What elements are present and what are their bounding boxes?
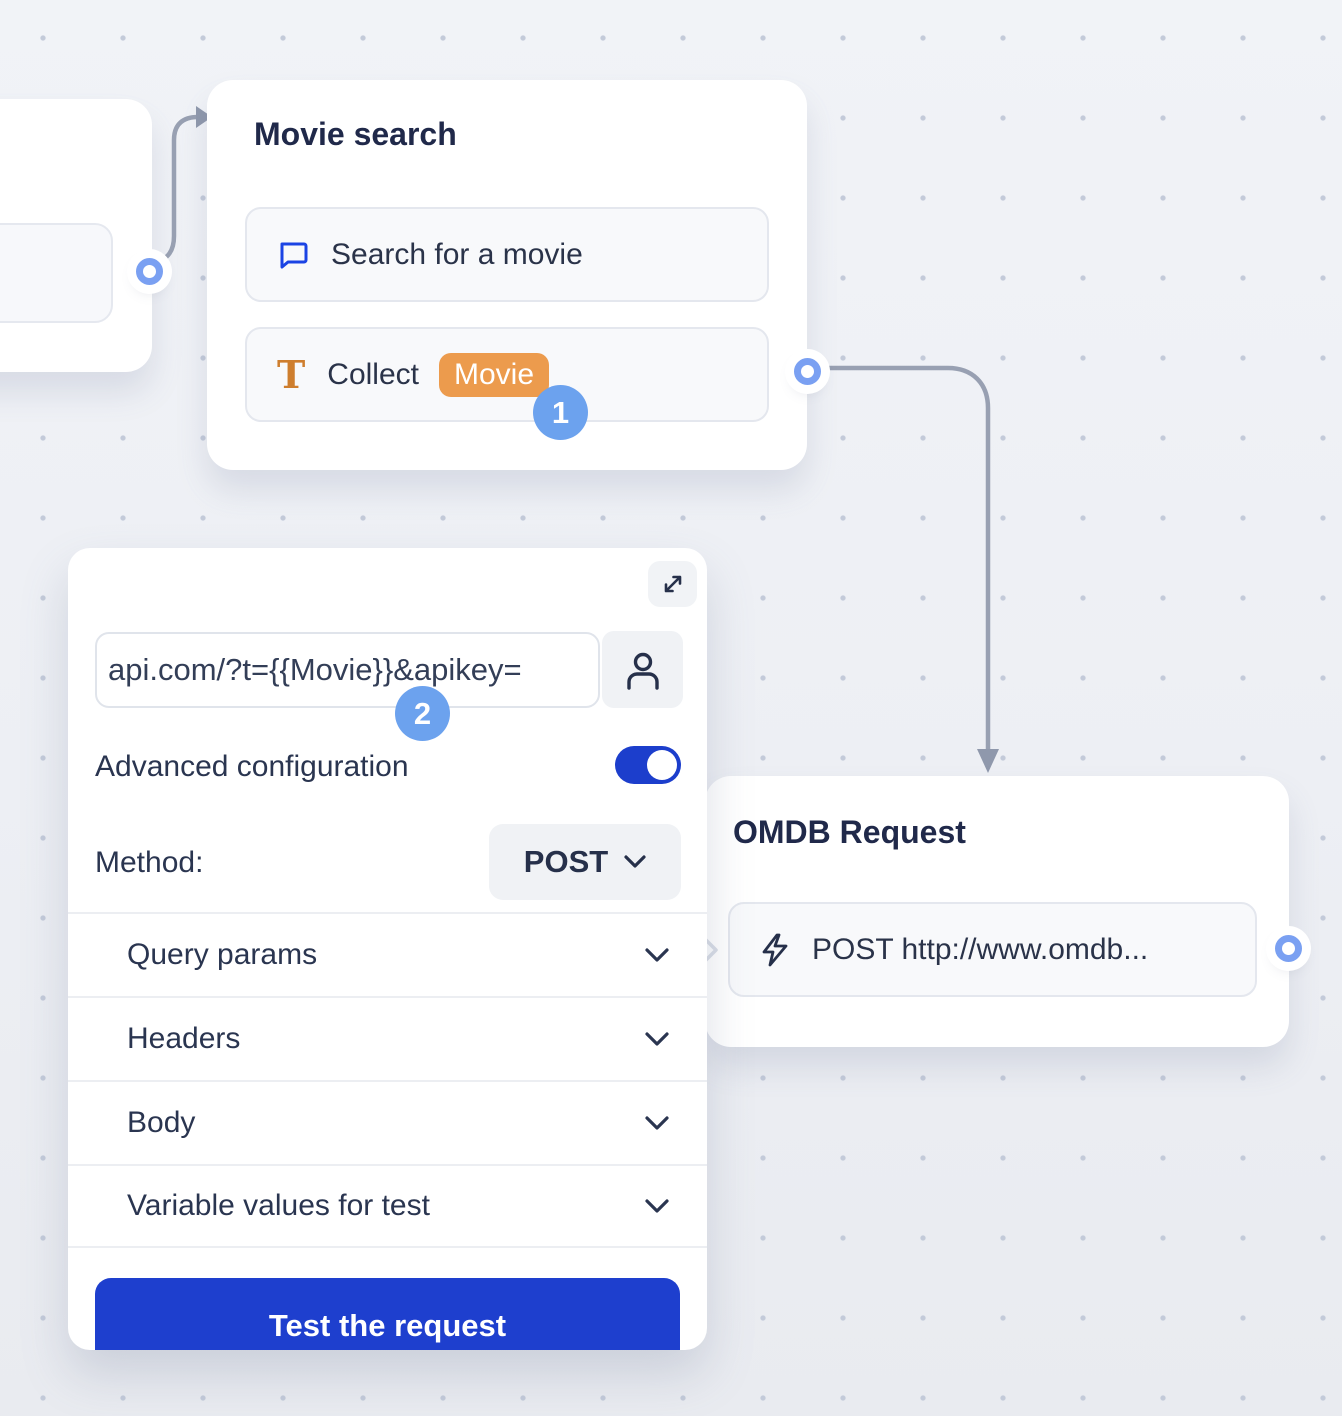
step-badge-2: 2 (395, 686, 450, 741)
url-input[interactable]: api.com/?t={{Movie}}&apikey= (95, 632, 600, 708)
url-input-value: api.com/?t={{Movie}}&apikey= (108, 652, 522, 688)
method-select[interactable]: POST (489, 824, 681, 900)
message-block-row[interactable]: Search for a movie (245, 207, 769, 302)
webhook-block-row[interactable]: POST http://www.omdb... (728, 902, 1257, 997)
advanced-configuration-toggle[interactable] (615, 746, 681, 784)
edge-line-1 (153, 117, 198, 264)
node-title: OMDB Request (733, 814, 966, 851)
toggle-knob (647, 750, 677, 780)
message-block-label: Search for a movie (331, 238, 583, 272)
previous-node-card[interactable] (0, 99, 152, 372)
text-input-icon: T (277, 356, 305, 394)
chevron-down-icon (645, 1199, 669, 1214)
step-badge-1: 1 (533, 385, 588, 440)
accordion-label: Body (127, 1106, 195, 1140)
omdb-request-node[interactable]: OMDB Request POST http://www.omdb... (705, 776, 1289, 1047)
advanced-configuration-label: Advanced configuration (95, 750, 409, 784)
edge-arrowhead-down-icon (977, 749, 999, 773)
accordion-body[interactable]: Body (68, 1080, 707, 1164)
method-value: POST (524, 844, 608, 880)
chat-bubble-icon (277, 239, 309, 271)
chevron-down-icon (645, 1116, 669, 1131)
edge-line-2 (821, 368, 988, 750)
node-title: Movie search (254, 116, 457, 153)
output-port-movie-search[interactable] (794, 358, 821, 385)
chevron-down-icon (624, 855, 646, 869)
accordion-list: Query params Headers Body Variable value… (68, 912, 707, 1248)
expand-button[interactable] (648, 561, 697, 607)
method-label: Method: (95, 846, 203, 880)
expand-icon (660, 571, 686, 597)
chevron-down-icon (645, 948, 669, 963)
output-port-omdb-request[interactable] (1275, 935, 1302, 962)
lightning-icon (760, 933, 790, 967)
accordion-label: Query params (127, 938, 317, 972)
accordion-query-params[interactable]: Query params (68, 912, 707, 996)
variable-badge: Movie (439, 353, 549, 397)
accordion-headers[interactable]: Headers (68, 996, 707, 1080)
webhook-config-panel[interactable]: api.com/?t={{Movie}}&apikey= Advanced co… (68, 548, 707, 1350)
collect-block-row[interactable]: T Collect Movie (245, 327, 769, 422)
chevron-down-icon (645, 1032, 669, 1047)
movie-search-node[interactable]: Movie search Search for a movie T Collec… (207, 80, 807, 470)
collect-block-label: Collect (327, 358, 419, 392)
accordion-variable-values[interactable]: Variable values for test (68, 1164, 707, 1248)
test-request-button[interactable]: Test the request (95, 1278, 680, 1350)
previous-node-row[interactable] (0, 223, 113, 323)
output-port-previous-node[interactable] (136, 258, 163, 285)
accordion-label: Headers (127, 1022, 240, 1056)
person-icon (623, 648, 663, 692)
accordion-label: Variable values for test (127, 1189, 430, 1223)
variables-button[interactable] (602, 631, 683, 708)
webhook-block-label: POST http://www.omdb... (812, 933, 1148, 967)
